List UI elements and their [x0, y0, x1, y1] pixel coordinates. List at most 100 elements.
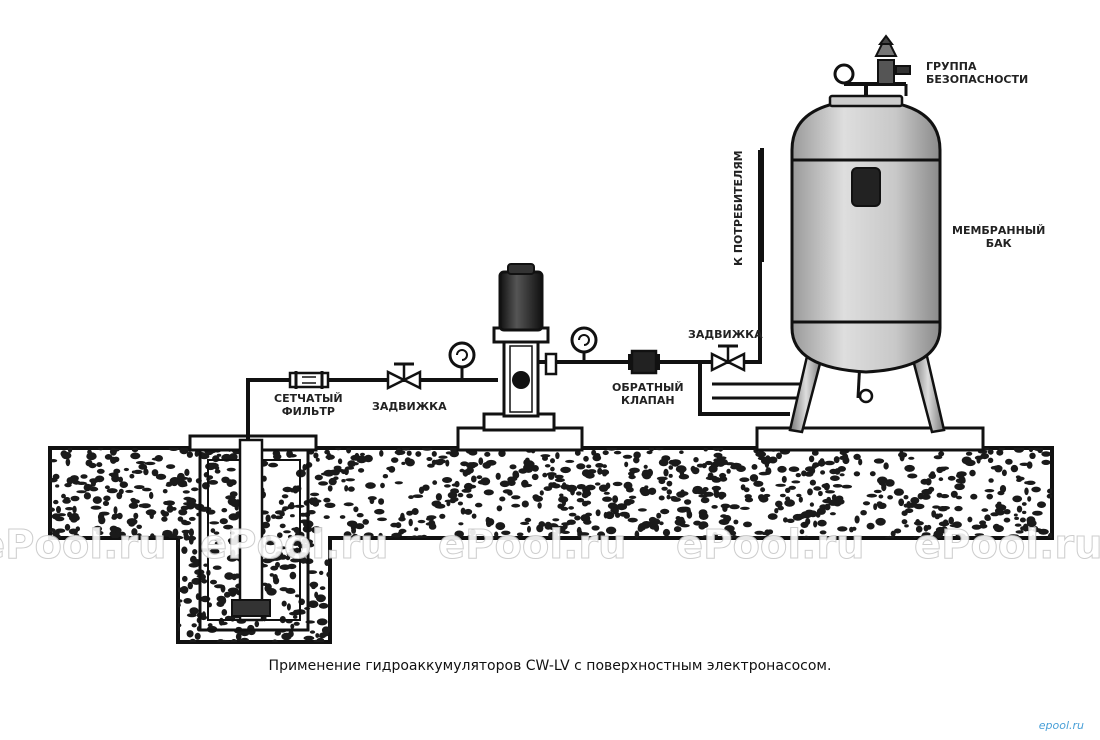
gravel-stone: [912, 626, 919, 632]
gravel-stone: [444, 574, 454, 582]
gravel-stone: [399, 578, 405, 585]
gravel-stone: [266, 535, 272, 543]
gravel-stone: [1003, 517, 1011, 523]
gravel-stone: [616, 606, 627, 612]
gravel-stone: [230, 531, 235, 535]
gravel-stone: [986, 516, 991, 521]
gravel-stone: [833, 456, 840, 464]
gravel-stone: [111, 584, 119, 588]
gravel-stone: [164, 610, 175, 618]
gravel-stone: [878, 554, 885, 559]
gravel-stone: [543, 627, 550, 632]
gravel-stone: [928, 581, 935, 585]
gravel-stone: [506, 628, 515, 632]
gravel-stone: [181, 546, 188, 554]
gravel-stone: [348, 622, 354, 628]
safety-group-label-line2: БЕЗОПАСНОСТИ: [926, 73, 1029, 86]
gravel-stone: [287, 589, 296, 594]
gravel-stone: [652, 561, 659, 569]
gravel-stone: [531, 473, 539, 481]
gravel-stone: [98, 639, 102, 642]
gravel-stone: [870, 572, 876, 580]
gravel-stone: [50, 507, 55, 513]
gravel-stone: [744, 617, 750, 624]
gravel-stone: [829, 468, 838, 475]
figure-caption: Применение гидроаккумуляторов CW-LV с по…: [268, 658, 832, 674]
gravel-stone: [133, 469, 143, 474]
gravel-stone: [609, 590, 616, 598]
gravel-stone: [523, 574, 532, 579]
gravel-stone: [900, 567, 908, 573]
gravel-stone: [957, 615, 965, 622]
gravel-stone: [351, 521, 358, 530]
gravel-stone: [956, 609, 963, 615]
gravel-stone: [508, 605, 518, 613]
gravel-stone: [512, 591, 519, 596]
gravel-stone: [576, 630, 582, 636]
gravel-stone: [381, 580, 393, 585]
gravel-stone: [868, 610, 873, 618]
gravel-stone: [999, 485, 1007, 493]
gravel-stone: [744, 621, 751, 627]
gravel-stone: [502, 489, 513, 494]
gravel-stone: [664, 554, 676, 562]
gravel-stone: [516, 630, 523, 637]
gravel-stone: [768, 456, 778, 464]
gravel-stone: [396, 568, 401, 573]
gravel-stone: [785, 487, 791, 493]
gravel-stone: [229, 588, 237, 597]
gravel-stone: [556, 597, 562, 606]
gravel-stone: [843, 604, 849, 612]
gravel-stone: [701, 632, 708, 640]
gravel-stone: [658, 495, 665, 501]
pressure-gauge-left: [448, 341, 476, 380]
gravel-stone: [994, 508, 1001, 514]
check-valve-label-line2: КЛАПАН: [621, 394, 675, 407]
gravel-stone: [552, 593, 561, 601]
gravel-stone: [127, 639, 137, 642]
gravel-stone: [59, 619, 68, 623]
gravel-stone: [866, 493, 878, 498]
gravel-stone: [595, 463, 604, 468]
gravel-stone: [718, 519, 730, 525]
gravel-stone: [940, 526, 948, 534]
gravel-stone: [106, 585, 117, 594]
gravel-stone: [315, 594, 326, 603]
gravel-stone: [712, 448, 721, 452]
gravel-stone: [895, 576, 905, 580]
gravel-stone: [357, 620, 366, 628]
gravel-stone: [621, 634, 627, 638]
gravel-stone: [281, 632, 292, 641]
gravel-stone: [187, 581, 193, 590]
gravel-stone: [83, 483, 92, 492]
gravel-stone: [122, 605, 129, 611]
gravel-stone: [898, 556, 909, 565]
gravel-stone: [156, 623, 163, 630]
gravel-stone: [655, 575, 660, 580]
gravel-stone: [875, 618, 885, 624]
gravel-stone: [89, 636, 95, 641]
gravel-stone: [938, 521, 950, 527]
gravel-stone: [79, 634, 86, 640]
gravel-stone: [681, 592, 692, 598]
gravel-stone: [562, 499, 566, 507]
gravel-stone: [863, 576, 874, 581]
gravel-stone: [1010, 464, 1019, 473]
gravel-stone: [436, 608, 443, 614]
gravel-stone: [603, 511, 608, 519]
gravel-stone: [583, 608, 594, 613]
gravel-stone: [602, 464, 607, 469]
gravel-stone: [832, 618, 838, 622]
gravel-stone: [337, 458, 343, 465]
gravel-stone: [61, 569, 70, 574]
gravel-stone: [666, 547, 677, 553]
gravel-stone: [130, 588, 139, 596]
gravel-stone: [661, 599, 669, 606]
gravel-stone: [410, 549, 417, 557]
gravel-stone: [839, 473, 845, 477]
gravel-stone: [891, 609, 901, 615]
gravel-stone: [51, 613, 59, 617]
gravel-stone: [584, 610, 591, 617]
gravel-stone: [603, 572, 610, 579]
gravel-stone: [996, 585, 1002, 592]
